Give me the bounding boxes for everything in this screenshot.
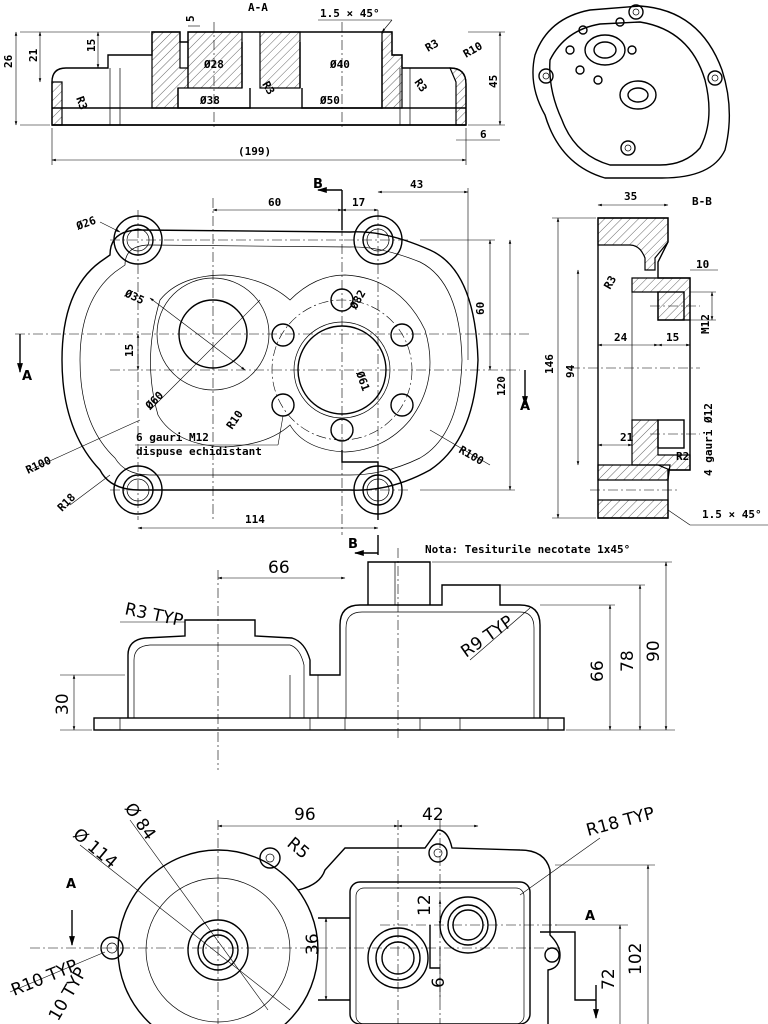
dim-6: 6 (480, 128, 487, 141)
section-a-right: A (520, 399, 530, 414)
dim-5: 5 (184, 15, 197, 22)
bottom-r18-typ: R18 TYP (584, 803, 657, 840)
side-dim-66: 66 (268, 558, 290, 578)
bottom-section-a-right: A (585, 909, 595, 924)
bb-dim-15: 15 (666, 331, 679, 344)
r100-left: R100 (24, 454, 54, 477)
bottom-dia-84: Ø 84 (120, 799, 160, 844)
dim-15: 15 (123, 344, 136, 357)
bottom-r5: R5 (283, 834, 313, 864)
section-b-b: B-B 35 146 94 R3 10 24 15 M12 21 (543, 190, 768, 526)
dim-60: 60 (268, 196, 281, 209)
bottom-dim-12: 12 (415, 894, 435, 916)
dim-45: 45 (487, 75, 500, 88)
side-dim-90: 90 (644, 640, 664, 662)
bottom-dia-114: Ø 114 (69, 825, 121, 873)
bb-chamfer: 1.5 × 45° (702, 508, 762, 521)
side-dim-66-vertical: 66 (588, 660, 608, 682)
dia-38: Ø38 (199, 94, 220, 107)
bb-dim-146: 146 (543, 354, 556, 374)
holes-note-line1: 6 gauri M12 (136, 431, 209, 444)
section-a-a: A-A 26 21 15 5 1.5 × 45° R3 R10 (2, 1, 505, 165)
bb-dim-24: 24 (614, 331, 628, 344)
bottom-view: A A 96 42 Ø 84 Ø 114 R5 R18 TYP 12 36 6 … (8, 799, 657, 1024)
bottom-dim-102: 102 (626, 943, 646, 975)
r10-top: R10 (461, 39, 485, 60)
isometric-view (532, 4, 731, 179)
dia-61: Ø61 (353, 369, 372, 393)
dim-15: 15 (85, 39, 98, 52)
chamfer-top: 1.5 × 45° (320, 7, 380, 20)
bb-r3: R3 (601, 274, 619, 292)
dim-17: 17 (352, 196, 365, 209)
dim-26: 26 (2, 54, 15, 68)
side-r3-typ: R3 TYP (123, 599, 185, 631)
dim-60-vertical: 60 (474, 302, 487, 315)
dim-199: (199) (238, 145, 271, 158)
bottom-dim-6: 6 (429, 977, 449, 988)
dia-60: Ø60 (142, 389, 166, 413)
side-view: 66 R3 TYP R9 TYP 30 66 78 90 (53, 548, 675, 770)
section-a-left: A (22, 369, 32, 384)
bb-holes-note: 4 gauri Ø12 (702, 403, 715, 476)
dia-28: Ø28 (203, 58, 224, 71)
side-dim-78: 78 (618, 650, 638, 672)
r3-top-right: R3 (423, 37, 441, 55)
dim-120: 120 (495, 376, 508, 396)
bb-r2: R2 (676, 450, 689, 463)
section-b-top: B (313, 177, 323, 192)
bb-dim-35: 35 (624, 190, 637, 203)
r100-right: R100 (457, 443, 486, 468)
bb-dim-10: 10 (696, 258, 709, 271)
dim-114: 114 (245, 513, 265, 526)
bottom-section-a-left: A (66, 877, 76, 892)
r18: R18 (55, 491, 78, 514)
dia-40: Ø40 (329, 58, 350, 71)
dia-50: Ø50 (319, 94, 340, 107)
side-dim-30: 30 (53, 693, 73, 715)
section-bb-title: B-B (692, 195, 712, 208)
bb-dim-94: 94 (564, 364, 577, 378)
section-aa-title: A-A (248, 1, 268, 14)
dim-21: 21 (27, 48, 40, 62)
bb-m12: M12 (699, 314, 712, 334)
bottom-dim-96: 96 (294, 805, 316, 825)
bottom-dim-36: 36 (303, 933, 323, 955)
bb-dim-21: 21 (620, 431, 634, 444)
side-r9-typ: R9 TYP (457, 612, 517, 662)
dia-26: Ø26 (74, 214, 98, 233)
r3-mid: R3 (259, 79, 277, 97)
dia-82: Ø82 (347, 288, 369, 313)
r10-plan: R10 (224, 408, 246, 432)
section-b-bottom: B (348, 537, 358, 552)
r3-right: R3 (412, 76, 430, 94)
bottom-dim-72: 72 (599, 968, 619, 990)
chamfer-note: Nota: Tesiturile necotate 1x45° (425, 543, 630, 556)
bottom-dim-42: 42 (422, 805, 444, 825)
dim-43: 43 (410, 178, 423, 191)
dia-35: Ø35 (122, 287, 146, 308)
plan-view: B B A A 60 17 43 Ø26 Ø35 Ø82 15 Ø60 Ø61 … (15, 177, 530, 556)
r3-left: R3 (73, 95, 90, 112)
holes-note-line2: dispuse echidistant (136, 445, 262, 458)
